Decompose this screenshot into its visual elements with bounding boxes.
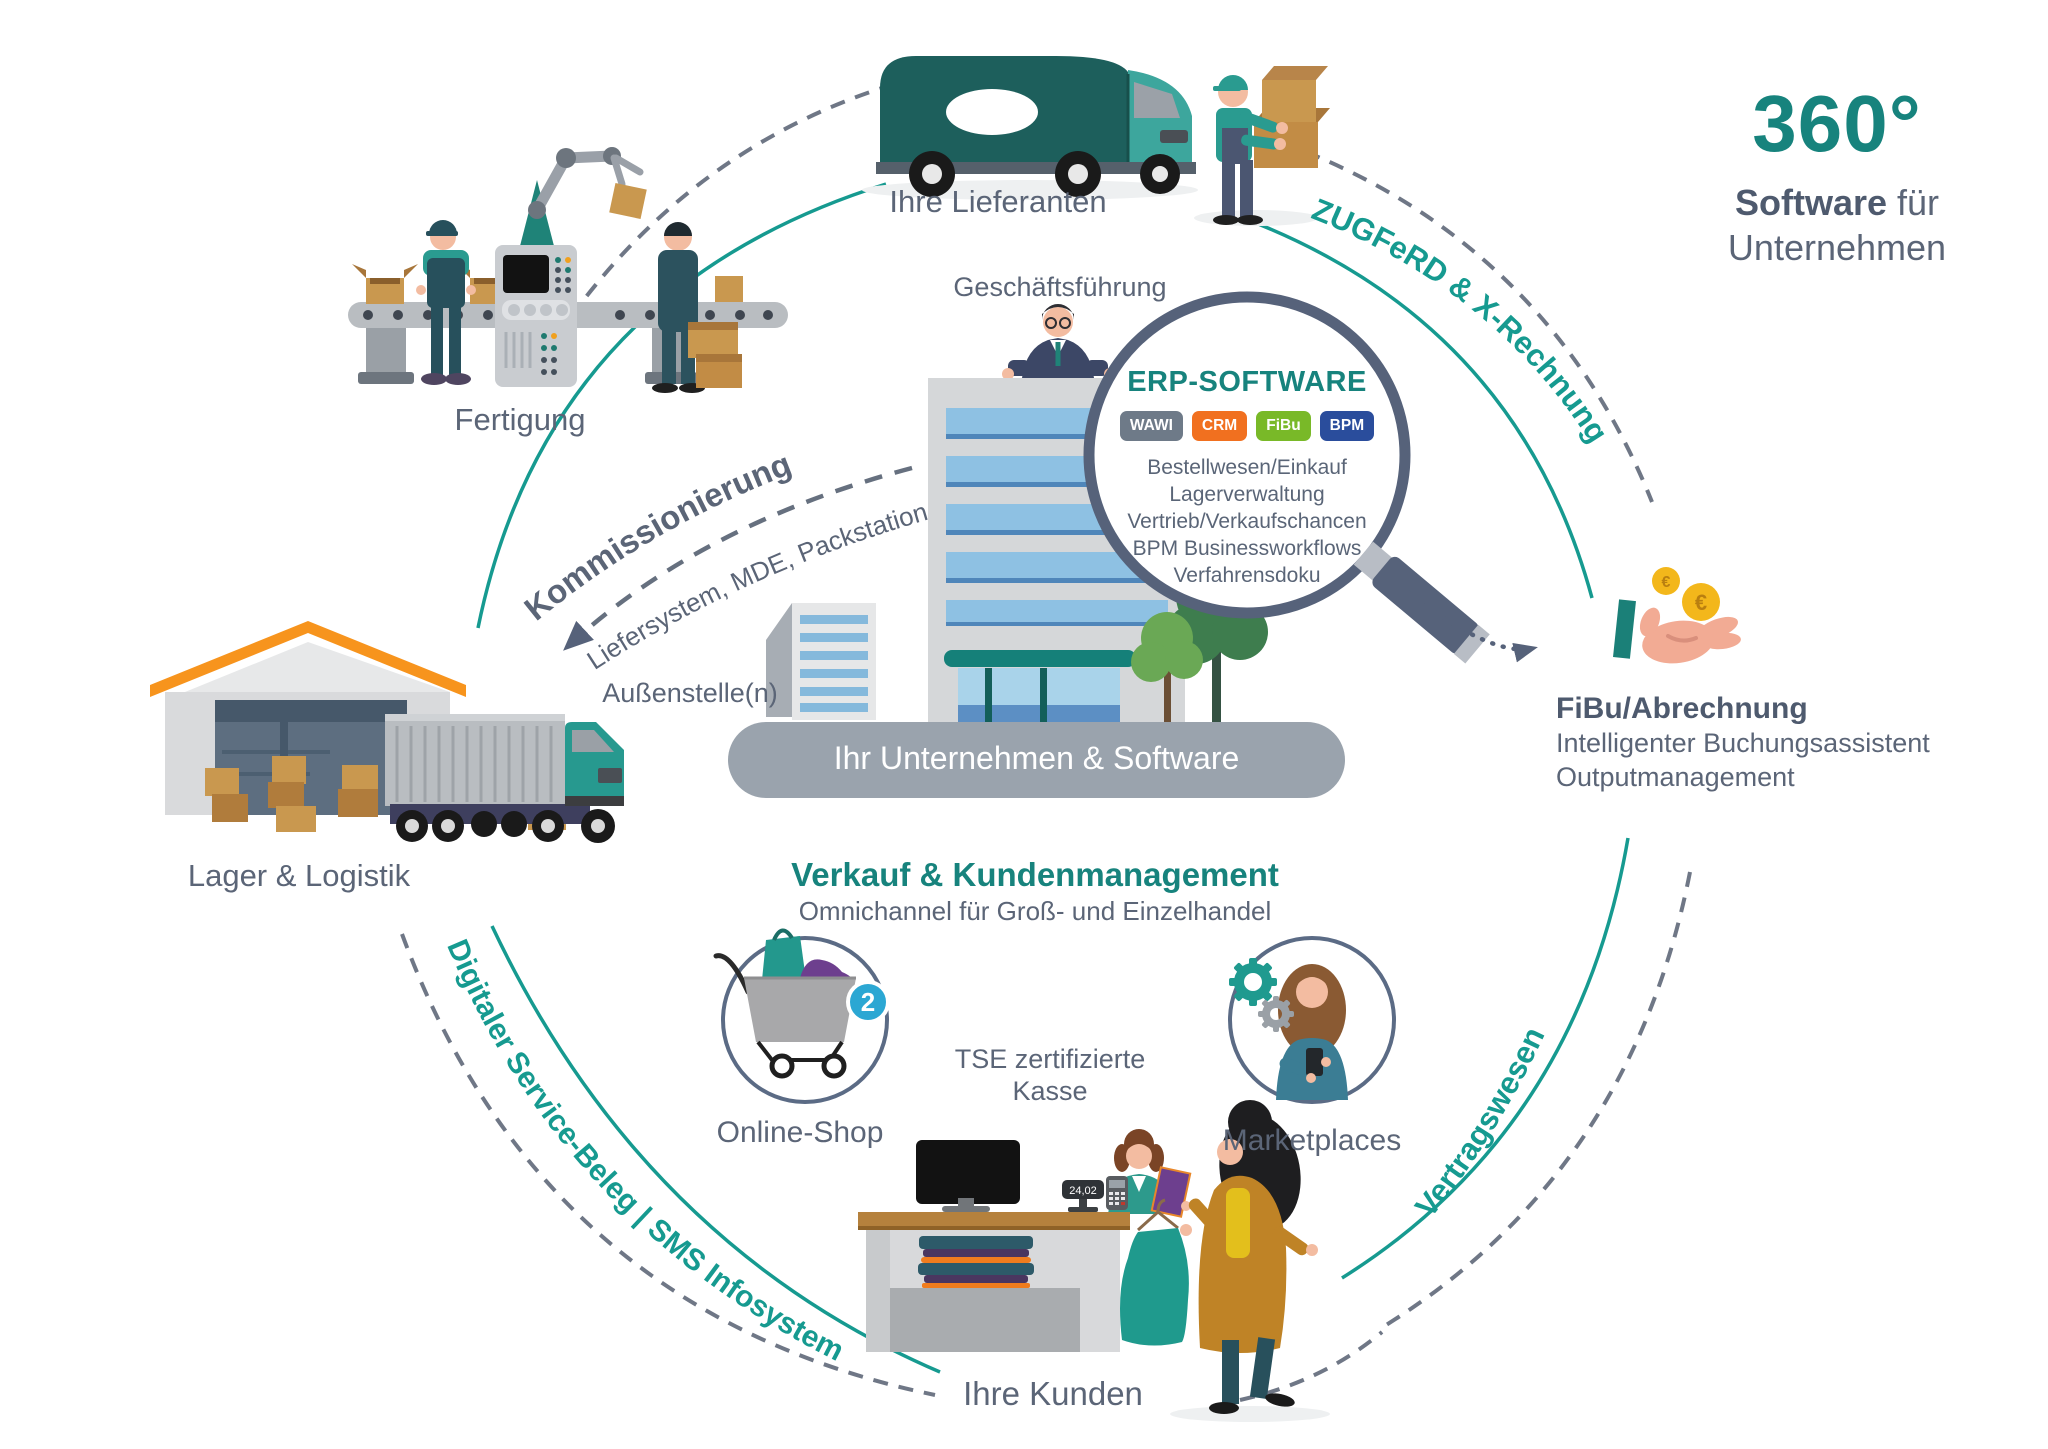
headline-360: 360° Software für Unternehmen <box>1662 84 2012 270</box>
fibu-line2: Outputmanagement <box>1556 762 1795 792</box>
online-shop-circle: 2 <box>713 928 890 1104</box>
erp-feature: Bestellwesen/Einkauf <box>1147 456 1347 479</box>
erp-feature-list: Bestellwesen/Einkauf Lagerverwaltung Ver… <box>1097 454 1397 589</box>
marketplaces-woman <box>1276 964 1348 1100</box>
svg-text:Vertragswesen: Vertragswesen <box>1408 1022 1551 1224</box>
checkout-illustration: 24,02 <box>858 1100 1330 1422</box>
vertragswesen-arc-label: Vertragswesen <box>1408 1022 1551 1224</box>
control-cabinet-icon <box>495 245 577 387</box>
suppliers-illustration <box>862 56 1330 226</box>
svg-text:€: € <box>1662 574 1671 591</box>
fibu-title: FiBu/Abrechnung <box>1556 692 1808 725</box>
headline-360-sub: Software für Unternehmen <box>1727 182 1947 268</box>
kommissionierung-arrow <box>563 465 913 651</box>
badge-bpm: BPM <box>1319 411 1375 441</box>
erp-title: ERP-SOFTWARE <box>1127 366 1367 398</box>
svg-text:Kommissionierung: Kommissionierung <box>517 445 796 628</box>
company-banner <box>728 722 1345 798</box>
verkauf-subtitle: Omnichannel für Groß- und Einzelhandel <box>798 896 1272 926</box>
label-marketplaces: Marketplaces <box>1222 1124 1402 1157</box>
label-tse-line2: Kasse <box>1012 1076 1088 1106</box>
fibu-text-block: FiBu/Abrechnung Intelligenter Buchungsas… <box>1556 692 1976 794</box>
badge-crm: CRM <box>1191 411 1248 441</box>
register-amount: 24,02 <box>1069 1185 1097 1197</box>
fibu-line1: Intelligenter Buchungsassistent <box>1556 728 1930 758</box>
verkauf-title: Verkauf & Kundenmanagement <box>791 856 1279 893</box>
label-lieferanten: Ihre Lieferanten <box>889 184 1107 219</box>
label-aussenstelle: Außenstelle(n) <box>602 678 778 708</box>
erp-circle <box>1083 291 1411 619</box>
manager-figure <box>1002 304 1116 380</box>
cart-badge <box>846 980 890 1024</box>
shopping-cart-icon <box>713 928 856 1079</box>
kommissionierung-arc-label: Kommissionierung <box>517 445 796 628</box>
cashier-figure <box>1108 1129 1192 1218</box>
label-tse-line1: TSE zertifizierte <box>954 1044 1146 1074</box>
label-online-shop: Online-Shop <box>716 1116 884 1149</box>
label-fertigung: Fertigung <box>454 402 586 437</box>
factory-illustration <box>348 147 788 393</box>
customer-figure <box>1180 1100 1318 1414</box>
marketplaces-circle <box>1228 936 1396 1104</box>
erp-feature: Vertrieb/Verkaufschancen <box>1127 510 1367 533</box>
warehouse-boxes <box>205 756 566 832</box>
hand-coins-icon: € € <box>1613 567 1741 664</box>
cargo-truck-icon <box>385 714 624 843</box>
badge-fibu: FiBu <box>1256 411 1311 441</box>
building-entrance <box>944 650 1136 722</box>
inner-teal-circle <box>476 182 1630 1374</box>
cart-badge-count: 2 <box>861 987 875 1017</box>
label-ihre-kunden: Ihre Kunden <box>963 1375 1143 1412</box>
dress-on-hanger <box>1120 1198 1189 1346</box>
erp-feature: BPM Businessworkflows <box>1132 537 1362 560</box>
warehouse-illustration <box>150 621 624 843</box>
svg-text:€: € <box>1695 590 1707 615</box>
banner-label: Ihr Unternehmen & Software <box>833 740 1240 776</box>
courier-figure <box>1213 66 1330 225</box>
card-terminal-icon <box>1106 1176 1128 1210</box>
label-lager-logistik: Lager & Logistik <box>187 858 411 893</box>
register-display-icon: 24,02 <box>1062 1180 1104 1212</box>
badge-wawi: WAWI <box>1119 411 1183 441</box>
label-geschaeftsfuehrung: Geschäftsführung <box>953 272 1167 302</box>
pos-monitor-icon <box>916 1140 1020 1212</box>
robot-arm-icon <box>520 147 647 246</box>
erp-feature: Lagerverwaltung <box>1169 483 1325 506</box>
erp-module-badges: WAWI CRM FiBu BPM <box>1097 411 1397 441</box>
gears-icon <box>1229 958 1294 1032</box>
erp-software-panel: ERP-SOFTWARE WAWI CRM FiBu BPM Bestellwe… <box>1097 366 1397 589</box>
magnifier-to-fibu-arrow <box>1405 589 1538 663</box>
erp-feature: Verfahrensdoku <box>1173 564 1321 587</box>
folded-clothes-stack <box>918 1236 1034 1288</box>
factory-worker-left <box>416 220 476 385</box>
headline-360-degree: 360° <box>1752 79 1922 168</box>
